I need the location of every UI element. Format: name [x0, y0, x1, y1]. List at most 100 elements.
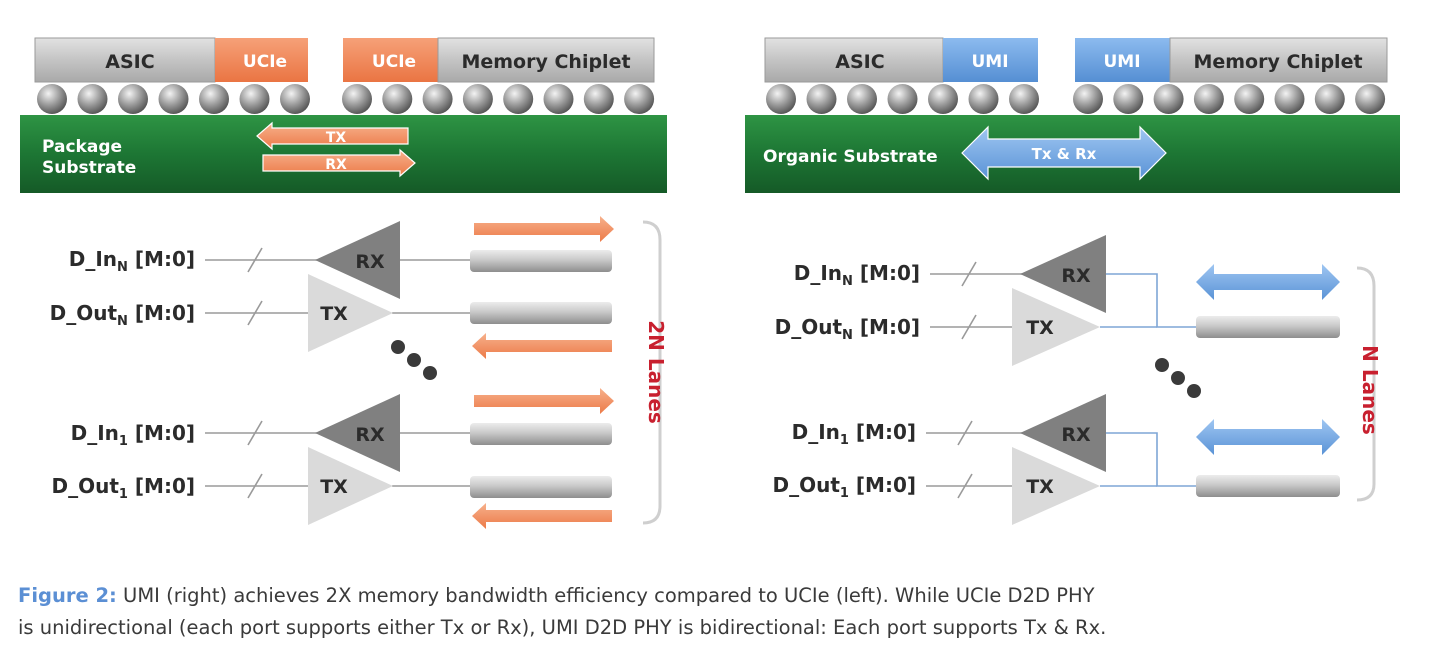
solder-ball	[1153, 84, 1184, 114]
solder-ball-icon	[37, 84, 655, 114]
right-panel: ASIC UMI UMI Memory Chiplet Organic Subs…	[745, 37, 1400, 525]
port-label-d-out-1: D_Out1 [M:0]	[772, 473, 916, 501]
ucie-block-left	[215, 38, 308, 82]
solder-ball	[847, 84, 877, 114]
left-panel: ASIC UCIe UCIe Memory Chiplet Package Su…	[20, 37, 668, 529]
solder-ball	[583, 84, 614, 114]
port-label-d-in-1: D_In1 [M:0]	[792, 420, 916, 448]
caption-figure-label: Figure 2:	[18, 584, 117, 607]
txrx-arrow-label: Tx & Rx	[1032, 145, 1097, 163]
memory-chiplet	[1169, 37, 1388, 83]
solder-ball	[239, 84, 270, 114]
solder-ball	[1113, 84, 1144, 114]
port-label-d-in-n: D_InN [M:0]	[794, 261, 920, 289]
solder-ball	[624, 84, 655, 114]
bracket-icon	[1356, 266, 1376, 502]
solder-ball	[1314, 84, 1345, 114]
port-label-d-in-1: D_In1 [M:0]	[71, 421, 195, 449]
d2d-phy-diagram: ASIC UCIe UCIe Memory Chiplet Package Su…	[20, 37, 1400, 529]
solder-ball	[503, 84, 534, 114]
tx-amp-label: TX	[1026, 317, 1054, 339]
solder-ball	[928, 84, 958, 114]
rx-amp-label: RX	[1061, 424, 1091, 446]
bidirectional-wiring	[1100, 273, 1198, 487]
tx-amp-label: TX	[320, 476, 348, 498]
lane-direction-arrows	[472, 216, 614, 529]
caption-line-2: is unidirectional (each port supports ei…	[18, 616, 1107, 639]
rx-amplifier-1	[315, 394, 400, 472]
solder-ball-icon	[766, 84, 1386, 114]
solder-ball	[766, 84, 796, 114]
caption-line-1: Figure 2: UMI (right) achieves 2X memory…	[18, 580, 1318, 612]
txrx-double-arrow	[961, 125, 1167, 181]
tx-arrow-label: TX	[326, 130, 347, 146]
memory-chiplet-label: Memory Chiplet	[1193, 51, 1362, 73]
port-label-d-out-1: D_Out1 [M:0]	[51, 474, 195, 502]
tx-amplifier-1	[308, 447, 393, 525]
substrate-label: Organic Substrate	[763, 147, 938, 167]
caption-text-1: UMI (right) achieves 2X memory bandwidth…	[116, 584, 1095, 607]
tx-amp-label: TX	[1026, 476, 1054, 498]
port-label-d-out-n: D_OutN [M:0]	[775, 315, 920, 343]
tx-amplifier-1	[1012, 447, 1100, 525]
solder-ball	[342, 84, 372, 114]
port-label-d-in-n: D_InN [M:0]	[69, 247, 195, 275]
bracket-icon	[642, 220, 662, 525]
lanes-label-2n: 2N Lanes	[644, 320, 668, 424]
ucie-label-left: UCIe	[243, 52, 287, 72]
asic-label: ASIC	[835, 51, 884, 73]
tx-amplifier-n	[1012, 288, 1100, 366]
rx-amplifier-n	[315, 221, 400, 299]
asic-chip	[34, 37, 216, 83]
solder-ball	[968, 84, 999, 114]
tx-amp-label: TX	[320, 303, 348, 325]
rx-arrow	[262, 148, 416, 178]
lanes-label-n: N Lanes	[1358, 345, 1382, 435]
rx-amp-label: RX	[1061, 265, 1091, 287]
solder-ball	[382, 84, 413, 114]
ucie-block-right	[343, 38, 438, 82]
solder-ball	[1274, 84, 1305, 114]
lane-wires	[1196, 316, 1340, 497]
solder-ball	[887, 84, 918, 114]
umi-block-left	[943, 38, 1038, 82]
bus-slash-icon	[926, 261, 1022, 499]
asic-label: ASIC	[105, 51, 154, 73]
substrate-label-line2: Substrate	[42, 158, 136, 178]
tx-amplifier-n	[308, 274, 393, 352]
memory-chiplet-label: Memory Chiplet	[461, 51, 630, 73]
ellipsis-dots-icon	[1155, 358, 1201, 398]
solder-ball	[1234, 84, 1265, 114]
ellipsis-dots-icon	[391, 340, 437, 380]
port-label-d-out-n: D_OutN [M:0]	[50, 301, 195, 329]
solder-ball	[37, 84, 67, 114]
solder-ball	[1009, 84, 1039, 114]
solder-ball	[158, 84, 189, 114]
solder-ball	[422, 84, 453, 114]
substrate-label-line1: Package	[42, 137, 122, 157]
solder-ball	[1193, 84, 1224, 114]
rx-amp-label: RX	[355, 424, 385, 446]
memory-chiplet	[437, 37, 655, 83]
lane-bidirectional-arrows	[1196, 264, 1340, 455]
solder-ball	[118, 84, 148, 114]
rx-amplifier-n	[1020, 235, 1106, 313]
solder-ball	[199, 84, 229, 114]
ucie-label-right: UCIe	[372, 52, 416, 72]
umi-block-right	[1075, 38, 1170, 82]
figure-caption: Figure 2: UMI (right) achieves 2X memory…	[18, 580, 1318, 644]
umi-label-left: UMI	[971, 52, 1008, 72]
solder-ball	[543, 84, 574, 114]
solder-ball	[462, 84, 493, 114]
solder-ball	[1073, 84, 1103, 114]
solder-ball	[280, 84, 310, 114]
rx-amp-label: RX	[355, 251, 385, 273]
solder-ball	[77, 84, 108, 114]
umi-label-right: UMI	[1103, 52, 1140, 72]
solder-ball	[806, 84, 837, 114]
rx-arrow-label: RX	[325, 157, 347, 173]
bus-slash-icon	[205, 247, 472, 499]
rx-amplifier-1	[1020, 394, 1106, 472]
solder-ball	[1355, 84, 1386, 114]
